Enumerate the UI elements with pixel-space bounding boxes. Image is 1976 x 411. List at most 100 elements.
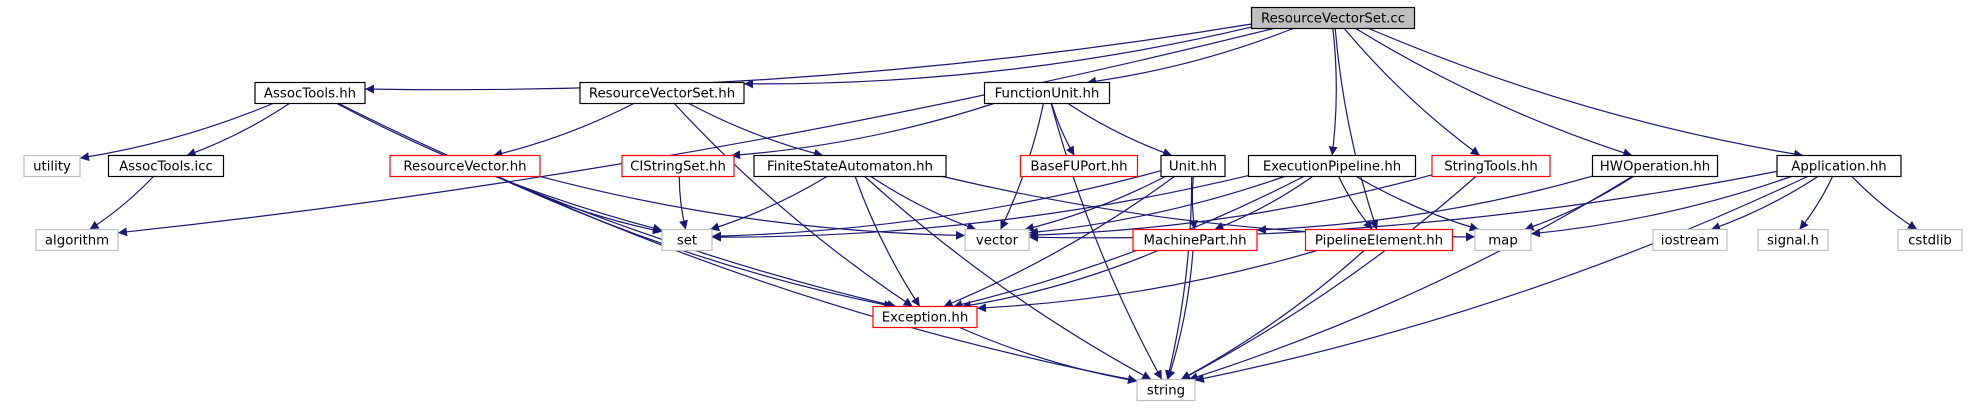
- node-utility-label: utility: [33, 160, 71, 175]
- node-fsa_hh-box: [753, 154, 947, 178]
- node-string-label: string: [1147, 384, 1185, 399]
- node-assoctools_hh-label: AssocTools.hh: [264, 87, 356, 102]
- node-cistringset_hh-label: CIStringSet.hh: [630, 160, 726, 175]
- node-iostream: iostream: [1652, 228, 1728, 252]
- node-pipelineelement_hh-box: [1304, 228, 1454, 252]
- edge-exception_hh-to-string: [959, 326, 1138, 385]
- edge-pipelineelement_hh-to-string: [1180, 250, 1365, 381]
- edge-root-to-rvset_hh: [743, 26, 1252, 89]
- node-application_hh[interactable]: Application.hh: [1776, 154, 1902, 178]
- node-stringtools_hh-label: StringTools.hh: [1444, 160, 1538, 175]
- node-basefuport_hh-label: BaseFUPort.hh: [1030, 160, 1127, 175]
- edge-root-to-stringtools_hh: [1343, 28, 1481, 156]
- node-utility: utility: [23, 154, 81, 178]
- edge-machinepart_hh-to-exception_hh: [961, 249, 1159, 310]
- edge-execpipe_hh-to-vector: [1028, 175, 1285, 237]
- node-execpipe_hh[interactable]: ExecutionPipeline.hh: [1247, 154, 1417, 178]
- node-assoctools_hh[interactable]: AssocTools.hh: [254, 81, 366, 105]
- node-application_hh-label: Application.hh: [1791, 160, 1886, 175]
- node-map-box: [1474, 228, 1532, 252]
- node-functionunit_hh[interactable]: FunctionUnit.hh: [983, 81, 1111, 105]
- node-root[interactable]: ResourceVectorSet.cc: [1250, 6, 1416, 30]
- edge-resourcevector_hh-to-vector: [539, 175, 966, 240]
- edge-hwoperation_hh-to-map: [1524, 175, 1634, 231]
- node-cstdlib-label: cstdlib: [1908, 234, 1952, 249]
- node-pipelineelement_hh[interactable]: PipelineElement.hh: [1304, 228, 1454, 252]
- edge-fsa_hh-to-map: [942, 175, 1476, 242]
- node-assoctools_hh-box: [254, 81, 366, 105]
- node-root-label: ResourceVectorSet.cc: [1261, 12, 1405, 27]
- node-set-box: [661, 228, 713, 252]
- edges-layer: [79, 23, 1918, 385]
- node-unit_hh[interactable]: Unit.hh: [1160, 154, 1226, 178]
- edge-application_hh-to-iostream: [1710, 175, 1819, 231]
- node-set-label: set: [677, 234, 697, 249]
- node-fsa_hh-label: FiniteStateAutomaton.hh: [767, 160, 933, 175]
- node-machinepart_hh[interactable]: MachinePart.hh: [1132, 228, 1258, 252]
- edge-stringtools_hh-to-vector: [1028, 174, 1433, 240]
- edge-rvset_hh-to-resourcevector_hh: [493, 102, 634, 158]
- node-iostream-label: iostream: [1661, 234, 1719, 249]
- node-hwoperation_hh-label: HWOperation.hh: [1600, 160, 1710, 175]
- node-vector-label: vector: [976, 234, 1019, 249]
- node-rvset_hh-box: [579, 81, 745, 105]
- edge-root-to-functionunit_hh: [1086, 27, 1294, 86]
- edge-functionunit_hh-to-string: [1050, 103, 1163, 380]
- edge-application_hh-to-map: [1530, 175, 1792, 238]
- node-resourcevector_hh[interactable]: ResourceVector.hh: [389, 154, 541, 178]
- node-assoctools_icc[interactable]: AssocTools.icc: [107, 154, 225, 178]
- node-algorithm: algorithm: [35, 228, 119, 252]
- node-iostream-box: [1652, 228, 1728, 252]
- edge-application_hh-to-string: [1194, 175, 1808, 383]
- node-cistringset_hh[interactable]: CIStringSet.hh: [621, 154, 735, 178]
- node-execpipe_hh-label: ExecutionPipeline.hh: [1263, 160, 1401, 175]
- node-pipelineelement_hh-label: PipelineElement.hh: [1315, 234, 1443, 249]
- node-execpipe_hh-box: [1247, 154, 1417, 178]
- edge-machinepart_hh-to-string: [1166, 250, 1194, 380]
- node-hwoperation_hh[interactable]: HWOperation.hh: [1591, 154, 1719, 178]
- node-basefuport_hh-box: [1019, 154, 1139, 178]
- node-cistringset_hh-box: [621, 154, 735, 178]
- edge-execpipe_hh-to-exception_hh: [953, 175, 1304, 309]
- node-basefuport_hh[interactable]: BaseFUPort.hh: [1019, 154, 1139, 178]
- node-exception_hh[interactable]: Exception.hh: [872, 305, 978, 329]
- node-algorithm-box: [35, 228, 119, 252]
- node-root-box: [1250, 6, 1416, 30]
- edge-unit_hh-to-machinepart_hh: [1188, 176, 1198, 230]
- node-stringtools_hh[interactable]: StringTools.hh: [1431, 154, 1551, 178]
- node-resourcevector_hh-box: [389, 154, 541, 178]
- edge-unit_hh-to-exception_hh: [943, 176, 1175, 308]
- node-assoctools_icc-box: [107, 154, 225, 178]
- node-rvset_hh-label: ResourceVectorSet.hh: [589, 87, 735, 102]
- edge-root-to-application_hh: [1368, 27, 1804, 159]
- edge-functionunit_hh-to-unit_hh: [1067, 102, 1173, 157]
- node-resourcevector_hh-label: ResourceVector.hh: [403, 160, 526, 175]
- edge-execpipe_hh-to-pipelineelement_hh: [1338, 176, 1373, 230]
- node-string: string: [1136, 378, 1196, 402]
- node-exception_hh-box: [872, 305, 978, 329]
- edge-rvset_hh-to-exception_hh: [673, 103, 914, 307]
- node-signal_h-label: signal.h: [1767, 234, 1819, 249]
- node-utility-box: [23, 154, 81, 178]
- edge-fsa_hh-to-string: [864, 176, 1152, 381]
- edge-hwoperation_hh-to-string: [1188, 175, 1633, 382]
- node-stringtools_hh-box: [1431, 154, 1551, 178]
- edge-pipelineelement_hh-to-exception_hh: [976, 249, 1318, 313]
- edge-rvset_hh-to-fsa_hh: [688, 102, 824, 158]
- edge-unit_hh-to-set: [711, 170, 1162, 241]
- edge-hwoperation_hh-to-machinepart_hh: [1256, 175, 1593, 235]
- node-machinepart_hh-label: MachinePart.hh: [1144, 234, 1247, 249]
- node-vector: vector: [964, 228, 1030, 252]
- node-cstdlib-box: [1897, 228, 1963, 252]
- node-fsa_hh[interactable]: FiniteStateAutomaton.hh: [753, 154, 947, 178]
- node-rvset_hh[interactable]: ResourceVectorSet.hh: [579, 81, 745, 105]
- edge-execpipe_hh-to-set: [711, 175, 1249, 242]
- edge-stringtools_hh-to-string: [1180, 176, 1477, 381]
- edge-functionunit_hh-to-cistringset_hh: [731, 102, 995, 160]
- node-string-box: [1136, 378, 1196, 402]
- edge-unit_hh-to-string: [1165, 176, 1193, 380]
- edge-assoctools_hh-to-utility: [79, 102, 274, 162]
- node-unit_hh-label: Unit.hh: [1169, 160, 1217, 175]
